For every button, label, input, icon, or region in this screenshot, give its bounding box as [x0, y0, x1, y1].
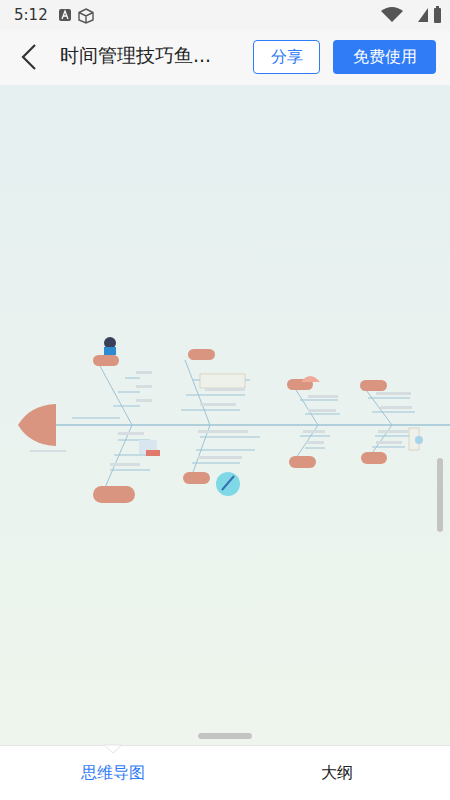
status-time: 5:12 — [14, 6, 48, 24]
app-icon — [62, 11, 68, 19]
signal-icon — [418, 8, 428, 22]
status-bar — [0, 0, 450, 30]
fishbone-illustration — [54, 360, 450, 490]
fishbone-icons — [104, 337, 423, 496]
scroll-handle — [198, 733, 252, 739]
battery-icon — [434, 8, 441, 23]
cube-icon — [79, 9, 93, 23]
share-button: 分享 — [253, 40, 320, 74]
scroll-handle — [437, 458, 443, 532]
fishbone-text-placeholders — [30, 371, 419, 466]
battery-icon — [436, 6, 439, 8]
tab-label: 思维导图 — [81, 763, 145, 784]
header-bar — [0, 30, 450, 85]
canvas-area — [0, 85, 450, 745]
button-label: 免费使用 — [353, 47, 417, 68]
fishbone-labels — [18, 349, 387, 503]
back-arrow — [23, 45, 35, 69]
tab-divider — [0, 745, 450, 746]
tab-indicator — [104, 745, 122, 753]
tab-bar — [0, 745, 450, 800]
tab-label: 大纲 — [321, 763, 353, 784]
use-free-button: 免费使用 — [333, 40, 436, 74]
page-title: 时间管理技巧鱼... — [60, 43, 211, 69]
button-label: 分享 — [271, 47, 303, 68]
app-icon — [59, 9, 71, 21]
wifi-icon — [381, 7, 403, 22]
